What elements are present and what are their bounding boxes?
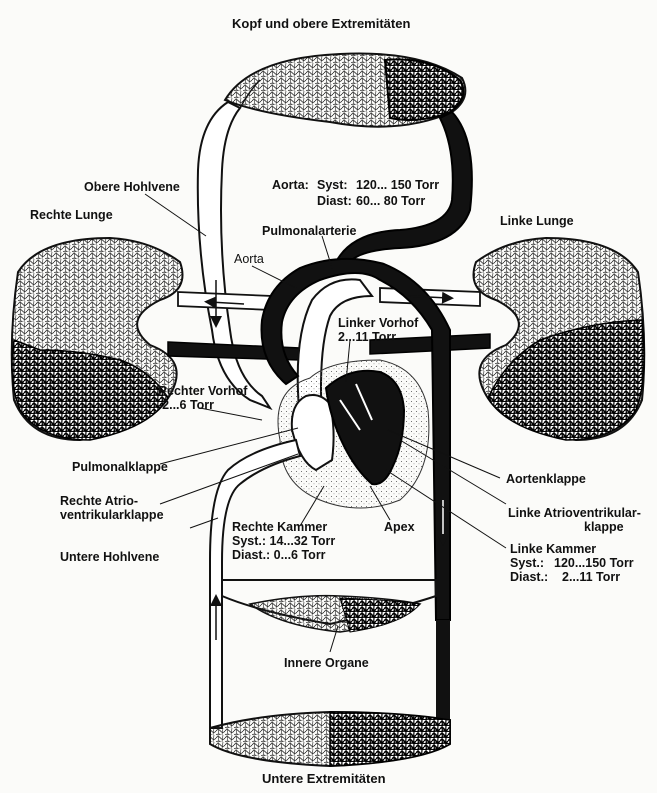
label-pulmonalarterie: Pulmonalarterie <box>262 224 356 239</box>
linke-kammer-title: Linke Kammer <box>510 542 596 557</box>
label-apex: Apex <box>384 520 415 535</box>
label-linke-atrio-1: Linke Atrioventrikular- <box>508 506 641 521</box>
linke-kammer-syst-value: 120...150 Torr <box>554 556 634 571</box>
label-pulmonalklappe: Pulmonalklappe <box>72 460 168 475</box>
label-linker-vorhof-pressure: 2...11 Torr <box>338 330 396 345</box>
rechte-kammer-diast: Diast.: 0...6 Torr <box>232 548 326 563</box>
label-aorta: Aorta <box>234 252 264 267</box>
right-lung <box>12 238 183 440</box>
descending-aorta <box>436 620 450 720</box>
label-linker-vorhof: Linker Vorhof <box>338 316 418 331</box>
label-rechter-vorhof: Rechter Vorhof <box>158 384 247 399</box>
label-rechte-lunge: Rechte Lunge <box>30 208 113 223</box>
linke-kammer-syst-label: Syst.: <box>510 556 544 571</box>
label-linke-lunge: Linke Lunge <box>500 214 574 229</box>
aorta-diast-value: 60... 80 Torr <box>356 194 425 209</box>
head-capillary-bed <box>225 54 465 127</box>
aorta-pressure-label: Aorta: <box>272 178 309 193</box>
title-lower-extremities: Untere Extremitäten <box>262 771 386 786</box>
label-obere-hohlvene: Obere Hohlvene <box>84 180 180 195</box>
aorta-syst-value: 120... 150 Torr <box>356 178 439 193</box>
label-untere-hohlvene: Untere Hohlvene <box>60 550 159 565</box>
rechte-kammer-syst: Syst.: 14...32 Torr <box>232 534 335 549</box>
aorta-diast-label: Diast: <box>317 194 352 209</box>
label-innere-organe: Innere Organe <box>284 656 369 671</box>
label-rechte-atrio-2: ventrikularklappe <box>60 508 164 523</box>
label-rechte-atrio-1: Rechte Atrio- <box>60 494 138 509</box>
label-linke-atrio-2: klappe <box>584 520 624 535</box>
label-rechter-vorhof-pressure: -2...6 Torr <box>158 398 214 413</box>
pulmonary-artery-right <box>178 292 272 310</box>
title-head-upper-extremities: Kopf und obere Extremitäten <box>232 16 410 31</box>
left-lung <box>474 238 645 440</box>
linke-kammer-diast-value: 2...11 Torr <box>562 570 620 585</box>
aorta-syst-label: Syst: <box>317 178 348 193</box>
legs-capillary-bed <box>210 712 450 766</box>
internal-organs-bed <box>222 580 436 632</box>
inferior-vena-cava <box>210 440 300 728</box>
rechte-kammer-title: Rechte Kammer <box>232 520 327 535</box>
label-aortenklappe: Aortenklappe <box>506 472 586 487</box>
linke-kammer-diast-label: Diast.: <box>510 570 548 585</box>
